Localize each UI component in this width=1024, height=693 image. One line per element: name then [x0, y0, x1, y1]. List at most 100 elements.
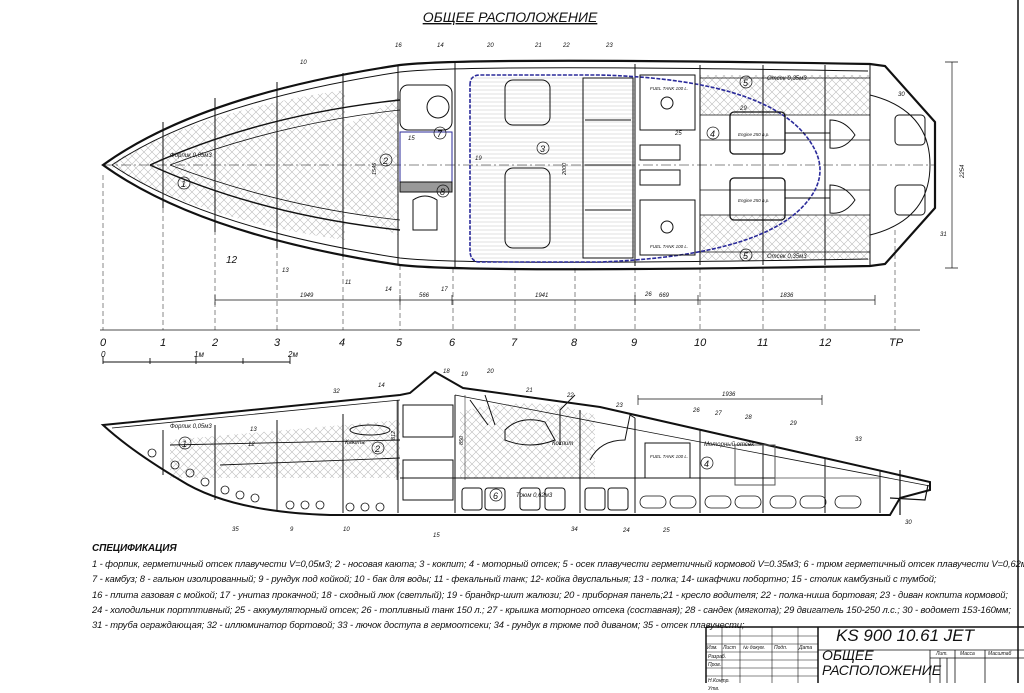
- dim-cabin-height: 812: [391, 431, 397, 440]
- callout: 23: [605, 43, 613, 49]
- spec-line: 7 - камбуз; 8 - гальюн изолированный; 9 …: [92, 573, 937, 585]
- callout: 35: [232, 527, 239, 533]
- callout: 21: [525, 388, 533, 394]
- callout: 28: [744, 415, 752, 421]
- callout: 12: [226, 255, 238, 266]
- zone-hold: Трюм 0,62м3: [516, 493, 553, 499]
- zone-2: 2: [374, 444, 380, 454]
- callout: 21: [534, 43, 542, 49]
- callout: 10: [300, 60, 307, 66]
- col-label: № докум.: [743, 645, 766, 651]
- callout: 13: [282, 268, 289, 274]
- zone-3: 3: [540, 144, 545, 154]
- lit-label: Лит.: [936, 651, 948, 657]
- scale-label: 1м: [194, 350, 204, 359]
- station: 2: [211, 337, 218, 349]
- plan-view-labels: Форпик 0,05м3 Отсек 0,35м3 Отсек 0,35м3 …: [100, 43, 966, 359]
- callout: 14: [378, 383, 385, 389]
- drawing-designation: KS 900 10.61 JET: [836, 626, 974, 645]
- callout: 16: [395, 43, 402, 49]
- callout: 25: [662, 528, 670, 534]
- scale-label: Масштаб: [988, 651, 1012, 657]
- zone-4: 4: [710, 129, 715, 139]
- fuel-tank: FUEL TANK 100 L.: [650, 454, 688, 459]
- side-view-labels: Форпик 0,05м3 Каюта Кокпит Трюм 0,62м3 М…: [170, 369, 912, 539]
- callout: 12: [248, 442, 255, 448]
- zone-5-bottom: 5: [743, 251, 749, 261]
- dim-cockpit-height: 850: [459, 435, 465, 445]
- title-block-rows: Разраб. Пров. Н.Контр. Утв.: [708, 653, 730, 693]
- circled-labels: [177, 75, 753, 262]
- zone-engine-room: Моторный отсек: [704, 441, 755, 448]
- drawing-name-line1: ОБЩЕЕ: [822, 647, 874, 663]
- station: 12: [819, 337, 831, 349]
- callout: 19: [461, 372, 468, 378]
- specification: СПЕЦИФИКАЦИЯ 1 - форпик, герметичный отс…: [92, 541, 1024, 632]
- callout: 10: [343, 527, 350, 533]
- callout: 34: [571, 527, 578, 533]
- zone-2: 2: [382, 156, 388, 166]
- station: 0: [100, 337, 107, 349]
- callout: 18: [443, 369, 450, 375]
- title-block: [705, 0, 1024, 683]
- callout: 24: [622, 528, 630, 534]
- dim-length: 1949: [300, 293, 314, 299]
- callout: 14: [385, 287, 392, 293]
- callout: 27: [714, 411, 722, 417]
- callout: 22: [562, 43, 570, 49]
- row-label: Н.Контр.: [708, 678, 730, 684]
- fuel-tank-top: FUEL TANK 100 L.: [650, 86, 688, 91]
- callout: 26: [692, 408, 700, 414]
- callout: 13: [250, 427, 257, 433]
- zone-8: 8: [440, 187, 445, 197]
- station: 7: [511, 337, 518, 349]
- callout: 30: [898, 92, 905, 98]
- row-label: Утв.: [708, 686, 720, 692]
- zone-7: 7: [437, 129, 443, 139]
- row-label: Разраб.: [708, 654, 727, 660]
- callout: 11: [345, 280, 351, 286]
- engine-top: Engine 250 h.p.: [738, 132, 770, 137]
- dim-engine-room: 1936: [722, 392, 736, 398]
- dim-length: 669: [659, 293, 670, 299]
- spec-line: 24 - холодильник портптивный; 25 - аккум…: [92, 603, 1011, 615]
- scale-label: 0: [101, 350, 106, 359]
- drawing-title: ОБЩЕЕ РАСПОЛОЖЕНИЕ: [423, 9, 598, 25]
- callout: 15: [408, 136, 415, 142]
- station: TP: [889, 337, 904, 349]
- spec-line: 1 - форпик, герметичный отсек плавучести…: [92, 558, 1024, 570]
- zone-6: 6: [493, 491, 498, 501]
- callout: 15: [433, 533, 440, 539]
- spec-line: 31 - труба ограждающая; 32 - иллюминатор…: [92, 619, 745, 631]
- fuel-tank-bottom: FUEL TANK 100 L.: [650, 244, 688, 249]
- zone-forepeak: Форпик 0,05м3: [170, 153, 212, 159]
- callout: 25: [674, 131, 682, 137]
- row-label: Пров.: [708, 662, 722, 668]
- col-label: Подп.: [774, 645, 788, 651]
- station: 4: [339, 337, 345, 349]
- zone-forepeak: Форпик 0,05м3: [170, 424, 212, 430]
- callout: 31: [940, 232, 947, 238]
- station: 11: [757, 337, 768, 349]
- callout: 22: [566, 393, 574, 399]
- mass-label: Масса: [960, 651, 975, 657]
- callout: 29: [789, 421, 797, 427]
- station: 9: [631, 337, 637, 349]
- callout: 9: [290, 527, 294, 533]
- specification-heading: СПЕЦИФИКАЦИЯ: [92, 543, 177, 554]
- callout: 14: [437, 43, 444, 49]
- zone-cockpit: Кокпит: [552, 441, 573, 447]
- dim-cabin-width: 1545: [372, 162, 378, 175]
- plan-view: [100, 59, 958, 364]
- dim-length: 566: [419, 293, 430, 299]
- callout: 20: [486, 43, 494, 49]
- col-label: Лист: [723, 645, 736, 651]
- side-view: [100, 370, 931, 516]
- dim-cockpit-width: 2000: [562, 162, 568, 176]
- station: 3: [274, 337, 281, 349]
- dim-length: 1836: [780, 293, 794, 299]
- drawing-name-line2: РАСПОЛОЖЕНИЕ: [822, 662, 942, 678]
- callout: 29: [739, 106, 747, 112]
- scale-label: 2м: [287, 350, 298, 359]
